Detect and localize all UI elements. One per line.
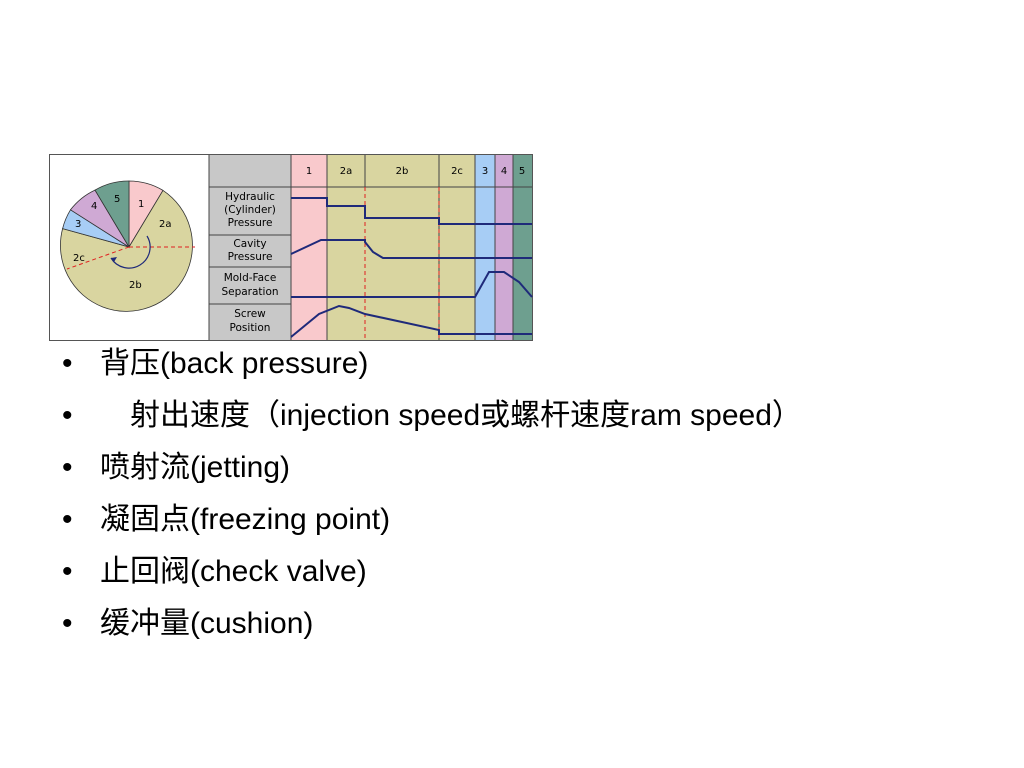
injection-cycle-figure: 1 2a 2b 2c 3 4 5 xyxy=(49,154,533,341)
term-jetting: 喷射流(jetting) xyxy=(100,451,291,484)
pie-label-4: 4 xyxy=(91,201,97,212)
row-label-moldface-l1: Mold-Face xyxy=(224,272,277,284)
cycle-diagram-svg: 1 2a 2b 2c 3 4 5 xyxy=(49,154,533,341)
header-corner xyxy=(209,155,291,187)
bullet-marker: • xyxy=(62,451,73,484)
list-item: • 止回阀(check valve) xyxy=(60,552,960,592)
pie-label-2a: 2a xyxy=(159,219,172,230)
bullet-marker: • xyxy=(62,503,73,536)
row-label-hydraulic-l2: (Cylinder) xyxy=(224,204,276,216)
cycle-pie-chart: 1 2a 2b 2c 3 4 5 xyxy=(60,180,195,312)
pie-slice-2 xyxy=(60,189,193,312)
bullet-marker: • xyxy=(62,607,73,640)
row-label-cavity-l1: Cavity xyxy=(233,238,266,250)
term-back-pressure: 背压(back pressure) xyxy=(100,347,369,380)
list-item: • 射出速度（injection speed或螺杆速度ram speed） xyxy=(60,396,960,436)
pie-label-5: 5 xyxy=(114,194,120,205)
col-header-4: 4 xyxy=(501,166,507,177)
col-header-1: 1 xyxy=(306,166,312,177)
pie-label-2c: 2c xyxy=(73,253,85,264)
stage-col-2c xyxy=(439,155,475,340)
row-label-moldface-l2: Separation xyxy=(221,286,278,298)
curve-hydraulic-pressure xyxy=(291,197,532,225)
term-cushion: 缓冲量(cushion) xyxy=(100,607,314,640)
list-item: • 缓冲量(cushion) xyxy=(60,604,960,644)
curve-screw-position xyxy=(290,304,532,338)
stage-col-1 xyxy=(291,155,327,340)
row-label-screw-l1: Screw xyxy=(234,308,266,320)
term-injection-speed: 射出速度（injection speed或螺杆速度ram speed） xyxy=(100,399,802,432)
pie-divider-2b-2c xyxy=(66,246,130,270)
col-header-3: 3 xyxy=(482,166,488,177)
list-item: • 凝固点(freezing point) xyxy=(60,500,960,540)
term-list: • 背压(back pressure) • 射出速度（injection spe… xyxy=(60,344,960,656)
pie-rotation-arc xyxy=(110,235,151,269)
list-item: • 背压(back pressure) xyxy=(60,344,960,384)
col-header-2a: 2a xyxy=(340,166,353,177)
bullet-marker: • xyxy=(62,555,73,588)
pie-slice-5 xyxy=(94,180,130,249)
col-header-2c: 2c xyxy=(451,166,463,177)
pie-label-2b: 2b xyxy=(129,280,142,291)
stage-col-5 xyxy=(513,155,532,340)
row-label-hydraulic-l3: Pressure xyxy=(228,217,273,229)
list-item: • 喷射流(jetting) xyxy=(60,448,960,488)
pie-rotation-arrowhead xyxy=(111,257,117,262)
col-header-2b: 2b xyxy=(396,166,409,177)
curve-cavity-pressure xyxy=(290,239,532,259)
stage-col-2b xyxy=(365,155,439,340)
row-label-screw-l2: Position xyxy=(230,322,271,334)
stage-col-4 xyxy=(495,155,513,340)
col-header-5: 5 xyxy=(519,166,525,177)
term-freezing-point: 凝固点(freezing point) xyxy=(100,503,391,536)
row-label-cavity-l2: Pressure xyxy=(228,251,273,263)
bullet-marker: • xyxy=(62,399,73,432)
timing-diagram: 1 2a 2b 2c 3 4 5 Hydraulic (Cylinder) Pr… xyxy=(208,155,533,340)
bullet-marker: • xyxy=(62,347,73,380)
pie-label-3: 3 xyxy=(75,219,81,230)
row-label-hydraulic-l1: Hydraulic xyxy=(225,191,275,203)
pie-label-1: 1 xyxy=(138,199,144,210)
curve-mold-face-separation xyxy=(291,271,533,298)
stage-col-3 xyxy=(475,155,495,340)
term-check-valve: 止回阀(check valve) xyxy=(100,555,367,588)
